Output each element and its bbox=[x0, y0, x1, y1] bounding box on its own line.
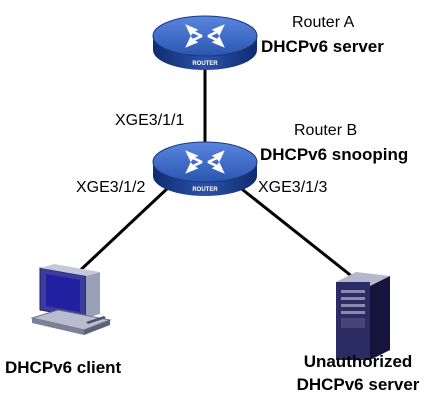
rogue-server-label-line2: DHCPv6 server bbox=[296, 375, 420, 394]
router-a-role: DHCPv6 server bbox=[261, 37, 384, 56]
router-b-icon: ROUTER bbox=[152, 141, 258, 196]
pc-icon bbox=[30, 264, 112, 335]
router-b-role: DHCPv6 snooping bbox=[260, 145, 409, 164]
server-icon bbox=[336, 272, 390, 360]
router-a-icon: ROUTER bbox=[152, 15, 258, 70]
router-b-badge: ROUTER bbox=[192, 187, 218, 193]
link-b-client bbox=[70, 184, 172, 280]
interface-a-b-label: XGE3/1/1 bbox=[115, 112, 185, 129]
router-b-name: Router B bbox=[294, 122, 358, 139]
router-a-name: Router A bbox=[292, 14, 355, 31]
rogue-server-label-line1: Unauthorized bbox=[303, 352, 413, 371]
link-b-server bbox=[237, 184, 355, 280]
client-label: DHCPv6 client bbox=[5, 358, 122, 377]
interface-b-server-label: XGE3/1/3 bbox=[258, 179, 328, 196]
router-a-badge: ROUTER bbox=[192, 61, 218, 67]
interface-b-client-label: XGE3/1/2 bbox=[76, 179, 146, 196]
